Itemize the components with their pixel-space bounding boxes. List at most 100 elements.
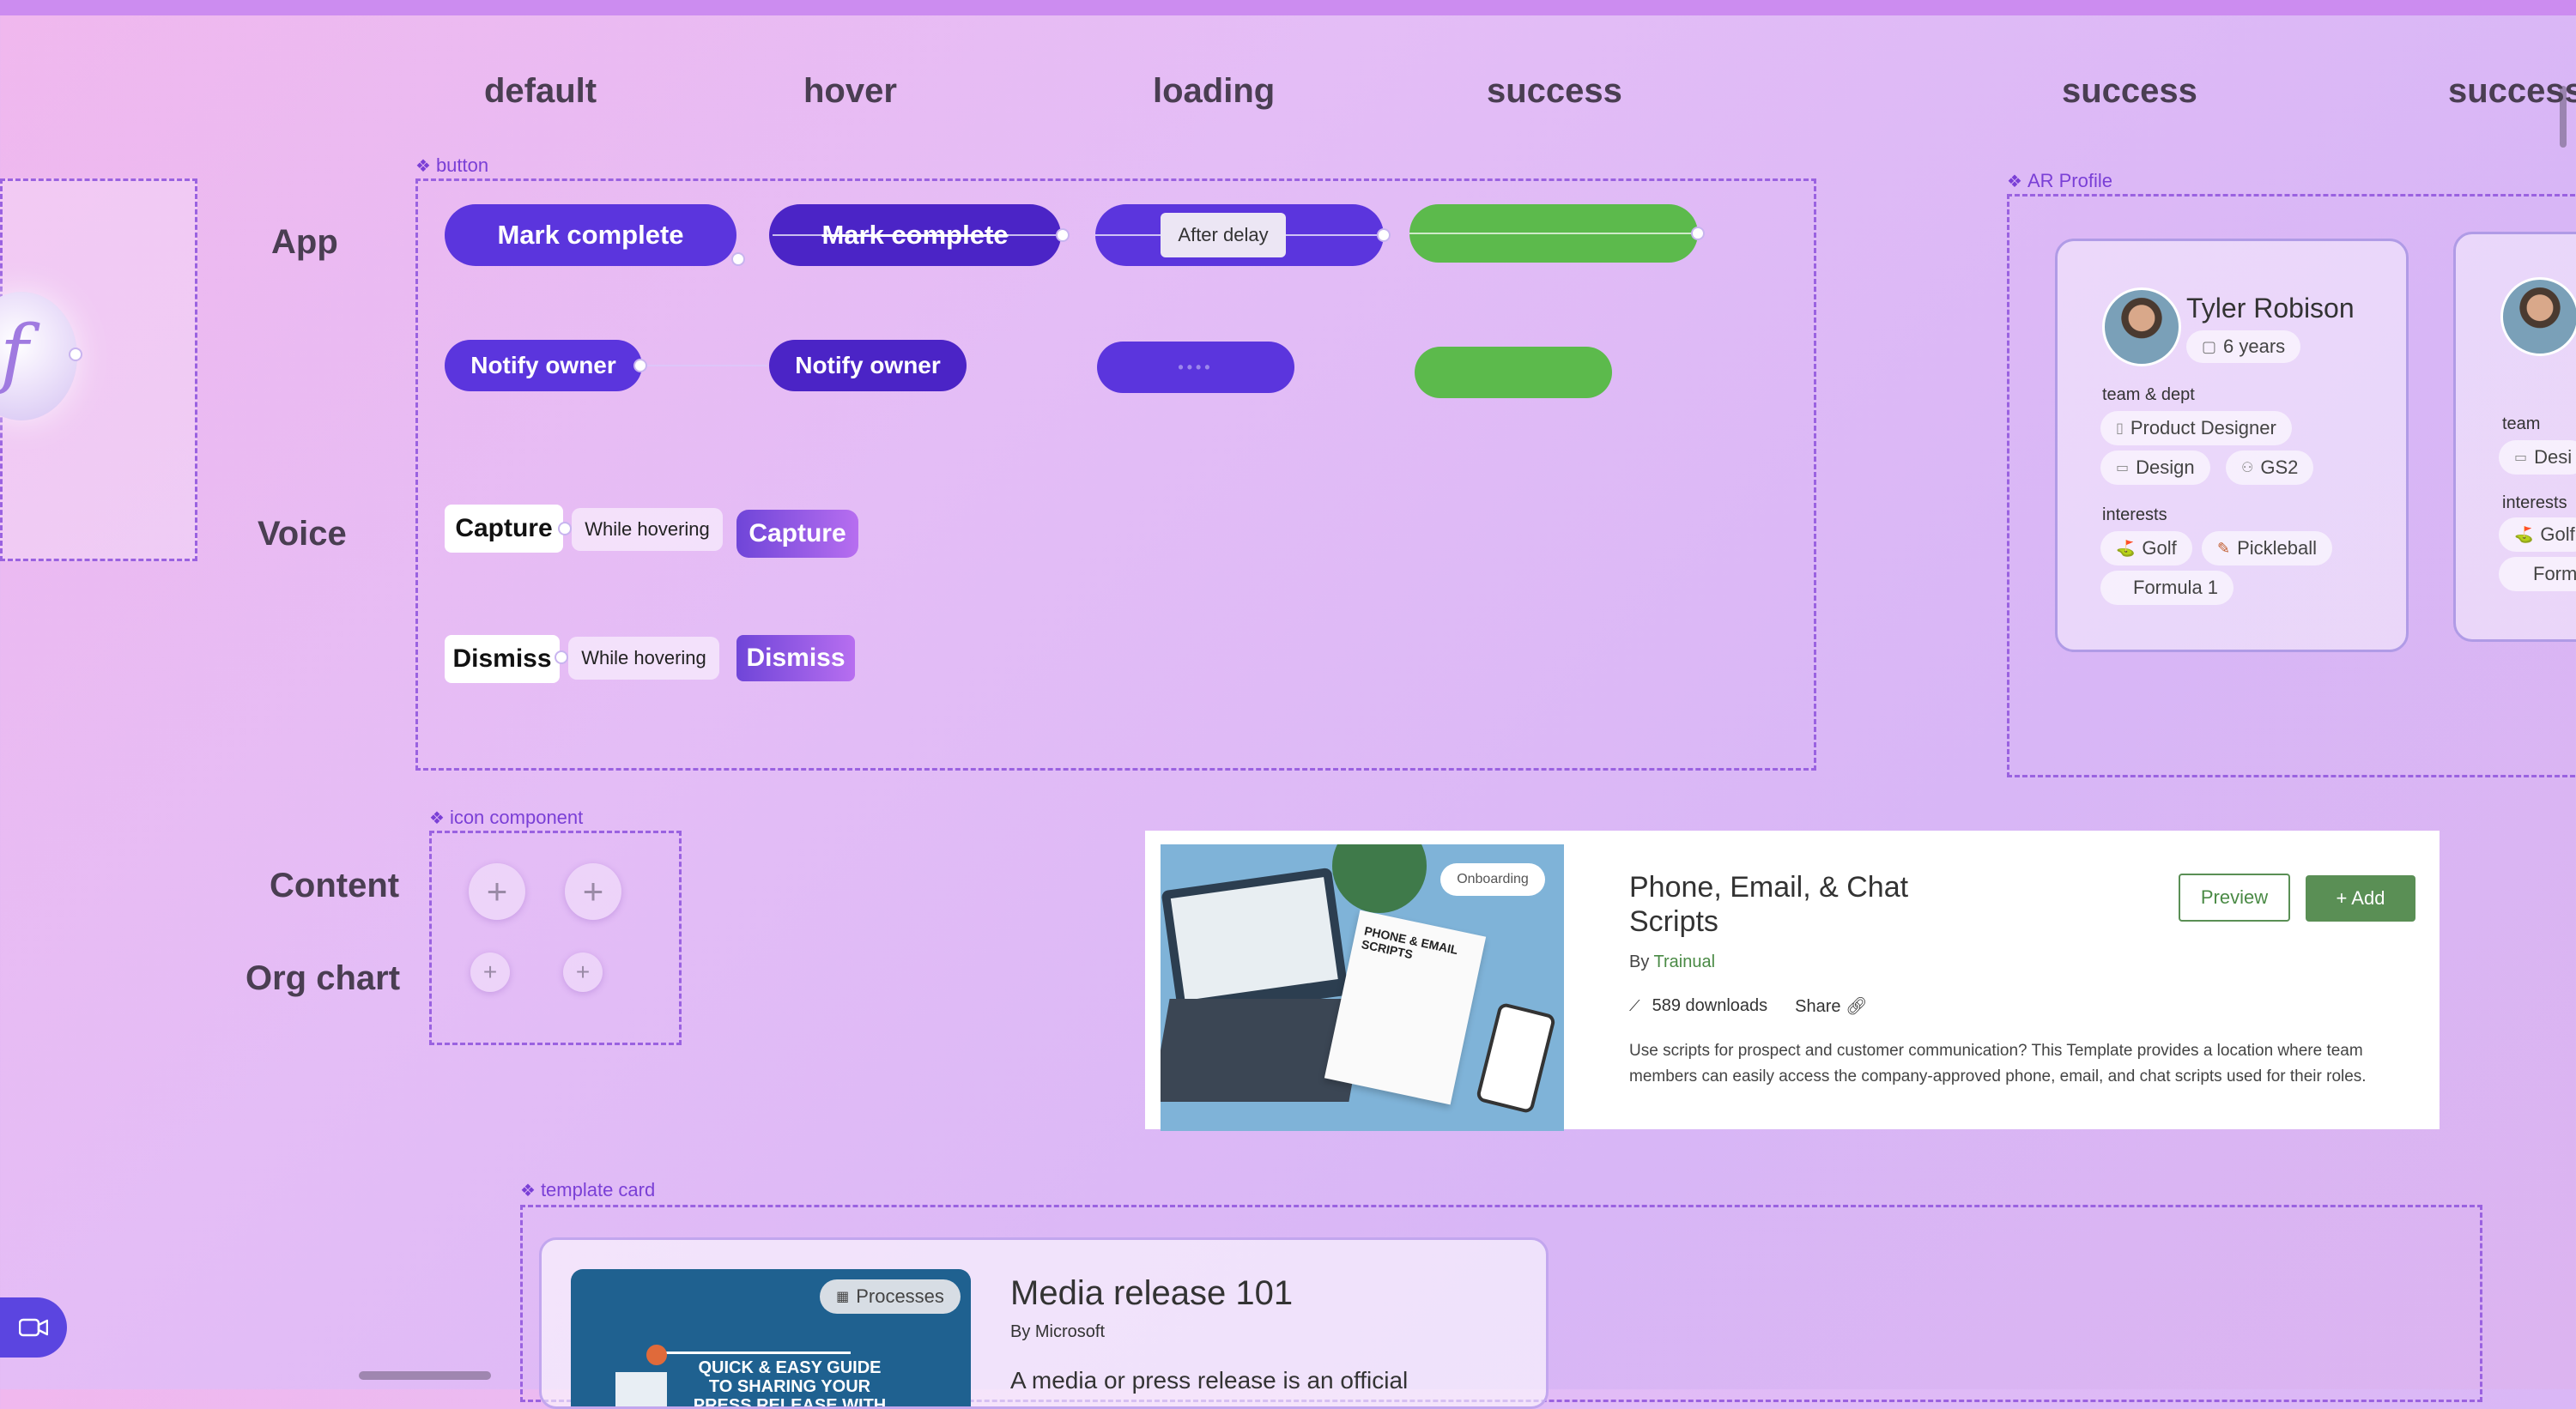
- building-icon: ▦: [836, 1290, 850, 1304]
- col-header-default: default: [484, 72, 597, 110]
- orb-connector-node: [69, 348, 82, 361]
- notify-owner-success-button[interactable]: [1415, 347, 1612, 398]
- component-icon: ❖: [429, 809, 445, 828]
- author-link[interactable]: Trainual: [1653, 952, 1716, 971]
- media-release-card[interactable]: ▦Processes QUICK & EASY GUIDE TO SHARING…: [539, 1237, 1549, 1409]
- interests-label: interests: [2502, 493, 2567, 512]
- frame-label-button: ❖button: [415, 154, 489, 176]
- building-icon: ▭: [2514, 451, 2528, 465]
- col-header-hover: hover: [803, 72, 897, 110]
- vertical-scrollbar-thumb[interactable]: [2560, 86, 2567, 148]
- video-camera-icon: [19, 1318, 48, 1337]
- media-card-author: By Microsoft: [1010, 1322, 1106, 1341]
- row-header-content: Content: [270, 867, 400, 904]
- avatar: [2500, 277, 2576, 356]
- mark-complete-button[interactable]: Mark complete: [445, 204, 736, 266]
- pickleball-icon: ✎: [2217, 539, 2231, 557]
- connector-node: [1056, 228, 1070, 242]
- col-header-success-2: success: [2062, 72, 2197, 110]
- media-card-title: Media release 101: [1010, 1274, 1294, 1312]
- ar-profile-frame: [2007, 194, 2576, 777]
- row-header-voice: Voice: [258, 515, 347, 553]
- frame-label-icon-component: ❖icon component: [429, 807, 584, 828]
- profile-card[interactable]: Tyler Robison ▢6 years team & dept ▯Prod…: [2055, 239, 2409, 652]
- group-tag: ⚇GS2: [2226, 451, 2314, 485]
- interest-tag-golf: ⛳Golf: [2499, 517, 2576, 552]
- interests-label: interests: [2102, 505, 2167, 524]
- media-card-description: A media or press release is an official: [1010, 1367, 1409, 1394]
- horizontal-scrollbar-thumb[interactable]: [359, 1371, 491, 1380]
- add-button[interactable]: + Add: [2306, 875, 2415, 922]
- while-hovering-chip: While hovering: [572, 508, 723, 551]
- row-header-app: App: [271, 223, 338, 261]
- processes-badge: ▦Processes: [820, 1279, 961, 1314]
- component-icon: ❖: [415, 157, 431, 176]
- after-delay-chip: After delay: [1161, 213, 1286, 257]
- while-hovering-chip: While hovering: [568, 637, 719, 680]
- interest-tag-formula1: Form: [2499, 557, 2576, 591]
- divider: [653, 1352, 851, 1354]
- frame-label-ar-profile: ❖AR Profile: [2007, 170, 2112, 191]
- downloads-count: 589 downloads: [1652, 996, 1768, 1015]
- role-tag: ▯Product Designer: [2100, 411, 2292, 445]
- notify-owner-hover-button[interactable]: Notify owner: [769, 340, 967, 391]
- golf-icon: ⛳: [2514, 525, 2534, 543]
- plant-illustration: [1332, 844, 1427, 913]
- template-title: Phone, Email, & Chat Scripts: [1629, 871, 1909, 938]
- team-label: team: [2502, 414, 2541, 433]
- newspaper-illustration: [615, 1372, 667, 1406]
- document-caption: PHONE & EMAIL SCRIPTS: [1360, 923, 1459, 962]
- share-link[interactable]: Share 🔗︎: [1795, 997, 1868, 1016]
- plus-icon[interactable]: +: [563, 952, 603, 992]
- media-image-text: QUICK & EASY GUIDE TO SHARING YOUR PRESS…: [693, 1358, 887, 1409]
- frame-label-template-card: ❖template card: [520, 1179, 656, 1200]
- tenure-tag: ▢6 years: [2186, 330, 2301, 363]
- connector-node: [731, 252, 745, 266]
- building-icon: ▯: [2116, 421, 2124, 436]
- connector-node: [633, 359, 647, 372]
- component-icon: ❖: [520, 1182, 536, 1200]
- video-record-button[interactable]: [0, 1297, 67, 1358]
- pin-icon: [646, 1345, 667, 1365]
- template-card-phone-email[interactable]: PHONE & EMAIL SCRIPTS Onboarding Phone, …: [1145, 831, 2440, 1131]
- dismiss-hover-button[interactable]: Dismiss: [736, 635, 855, 681]
- connector-wire: [647, 365, 767, 366]
- template-stats: ⟋ 589 downloads Share 🔗︎: [1629, 995, 1868, 1017]
- connector-node: [555, 650, 568, 664]
- component-icon: ❖: [2007, 172, 2022, 191]
- plus-icon[interactable]: +: [469, 863, 525, 920]
- link-icon: 🔗︎: [1846, 997, 1868, 1016]
- capture-hover-button[interactable]: Capture: [736, 510, 858, 558]
- phone-illustration: [1475, 1001, 1557, 1115]
- orb-glyph-icon: ƒ: [0, 309, 29, 399]
- interest-tag-pickleball: ✎Pickleball: [2202, 531, 2333, 565]
- notify-owner-loading-button[interactable]: ••••: [1097, 342, 1294, 393]
- icon-component-frame: [429, 831, 682, 1045]
- capture-button[interactable]: Capture: [445, 505, 563, 553]
- template-description: Use scripts for prospect and customer co…: [1629, 1042, 2367, 1085]
- preview-button[interactable]: Preview: [2179, 874, 2290, 922]
- dismiss-button[interactable]: Dismiss: [445, 635, 560, 683]
- role-tag-partial: ▭Desi: [2499, 440, 2576, 475]
- laptop-illustration: [1161, 867, 1349, 1019]
- col-header-loading: loading: [1153, 72, 1276, 110]
- template-author: By Trainual: [1629, 952, 1716, 971]
- notify-owner-button[interactable]: Notify owner: [445, 340, 642, 391]
- interest-tag-golf: ⛳Golf: [2100, 531, 2192, 565]
- plus-icon[interactable]: +: [470, 952, 510, 992]
- col-header-success: success: [1487, 72, 1622, 110]
- document-illustration: PHONE & EMAIL SCRIPTS: [1324, 910, 1487, 1105]
- profile-card-partial[interactable]: team ▭Desi interests ⛳Golf Form: [2453, 232, 2576, 642]
- plus-icon[interactable]: +: [565, 863, 621, 920]
- onboarding-badge: Onboarding: [1440, 863, 1545, 896]
- building-icon: ▭: [2116, 461, 2130, 475]
- button-frame: [415, 178, 1816, 771]
- interest-tag-formula1: Formula 1: [2100, 571, 2234, 605]
- connector-node: [1377, 228, 1391, 242]
- connector-wire: [1409, 233, 1698, 234]
- chart-icon: ⟋: [1629, 997, 1640, 1014]
- profile-name: Tyler Robison: [2186, 293, 2355, 324]
- media-card-image: ▦Processes QUICK & EASY GUIDE TO SHARING…: [571, 1269, 971, 1409]
- connector-node: [558, 522, 572, 535]
- connector-node: [1691, 227, 1705, 240]
